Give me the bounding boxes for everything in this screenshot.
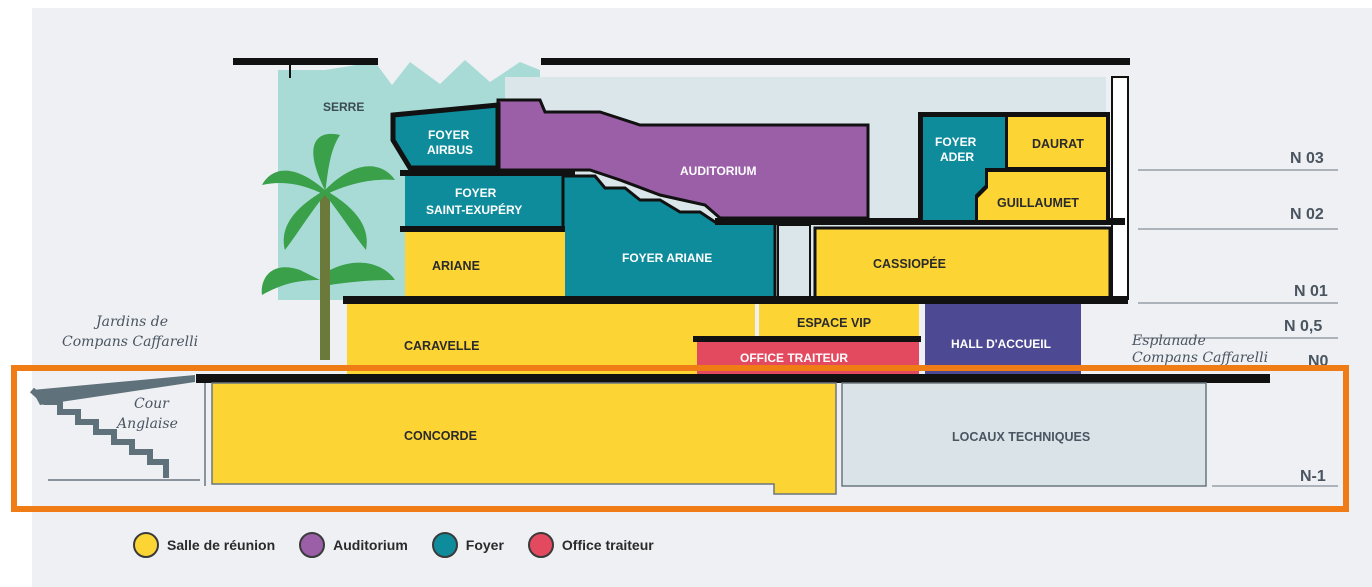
legend-swatch-salle: [133, 532, 159, 558]
legend-label-salle: Salle de réunion: [167, 537, 276, 553]
jardins-label-2: Compans Caffarelli: [62, 334, 198, 350]
legend-label-auditorium: Auditorium: [333, 537, 408, 553]
level-n-1-highlight: [11, 365, 1349, 512]
legend-swatch-auditorium: [299, 532, 326, 558]
foyer-saint-exupery-label-2: SAINT-EXUPÉRY: [426, 202, 522, 217]
level-n-1: N-1: [1300, 468, 1326, 485]
esplanade-label-1: Esplanade: [1131, 333, 1206, 349]
office-traiteur-label: OFFICE TRAITEUR: [740, 351, 848, 365]
cassiopee-room: [813, 226, 1112, 300]
foyer-saint-exupery-label-1: FOYER: [455, 186, 497, 200]
cour-label-2: Anglaise: [115, 416, 178, 432]
serre-label: SERRE: [323, 100, 364, 114]
ariane-label: ARIANE: [432, 259, 480, 273]
locaux-techniques-room: [841, 382, 1207, 487]
legend-swatch-traiteur: [527, 532, 554, 558]
legend-label-foyer: Foyer: [465, 537, 504, 553]
locaux-techniques-label: LOCAUX TECHNIQUES: [952, 430, 1090, 444]
legend-swatch-foyer: [431, 532, 458, 558]
level-n03: N 03: [1290, 150, 1324, 167]
concorde-label: CONCORDE: [404, 429, 477, 443]
jardins-label-1: Jardins de: [93, 314, 168, 330]
foyer-ader-room: [923, 117, 1005, 220]
auditorium-label: AUDITORIUM: [680, 164, 756, 178]
legend-item-auditorium: Auditorium: [299, 532, 408, 558]
foyer-ader-label-1: FOYER: [935, 135, 977, 149]
legend-label-traiteur: Office traiteur: [561, 537, 654, 553]
daurat-room: [1008, 117, 1106, 167]
level-n05: N 0,5: [1284, 318, 1322, 335]
legend-item-traiteur: Office traiteur: [527, 532, 654, 558]
foyer-saint-exupery-room: [405, 176, 563, 226]
guillaumet-room: [978, 172, 1106, 220]
foyer-airbus-label-1: FOYER: [428, 128, 470, 142]
stairs-icon: [29, 375, 206, 486]
daurat-label: DAURAT: [1032, 137, 1084, 151]
caravelle-label: CARAVELLE: [404, 339, 479, 353]
palm-tree-icon: [261, 133, 395, 360]
cour-label-1: Cour: [134, 396, 170, 412]
guillaumet-label: GUILLAUMET: [997, 196, 1079, 210]
foyer-airbus-label-2: AIRBUS: [427, 143, 473, 157]
legend-item-foyer: Foyer: [431, 532, 504, 558]
esplanade-label-2: Compans Caffarelli: [1132, 350, 1268, 366]
foyer-airbus-room: [390, 102, 501, 171]
foyer-ariane-label: FOYER ARIANE: [622, 251, 712, 265]
roof-line-left: [233, 58, 378, 65]
level-n02: N 02: [1290, 206, 1324, 223]
legend-item-salle: Salle de réunion: [133, 532, 275, 558]
level-markers: [1138, 169, 1338, 487]
level-n01: N 01: [1294, 283, 1328, 300]
cassiopee-label: CASSIOPÉE: [873, 256, 946, 271]
hall-accueil-label: HALL D'ACCUEIL: [951, 337, 1051, 351]
legend: Salle de réunion Auditorium Foyer Office…: [133, 532, 678, 558]
hall-accueil-room: [925, 304, 1081, 374]
espace-vip-room: [759, 304, 919, 336]
ariane-room: [405, 232, 565, 298]
espace-vip-label: ESPACE VIP: [797, 316, 871, 330]
foyer-ader-label-2: ADER: [940, 150, 974, 164]
ground-line: [196, 374, 1270, 383]
roof-line-right: [541, 58, 1130, 65]
concorde-room: [211, 382, 837, 495]
